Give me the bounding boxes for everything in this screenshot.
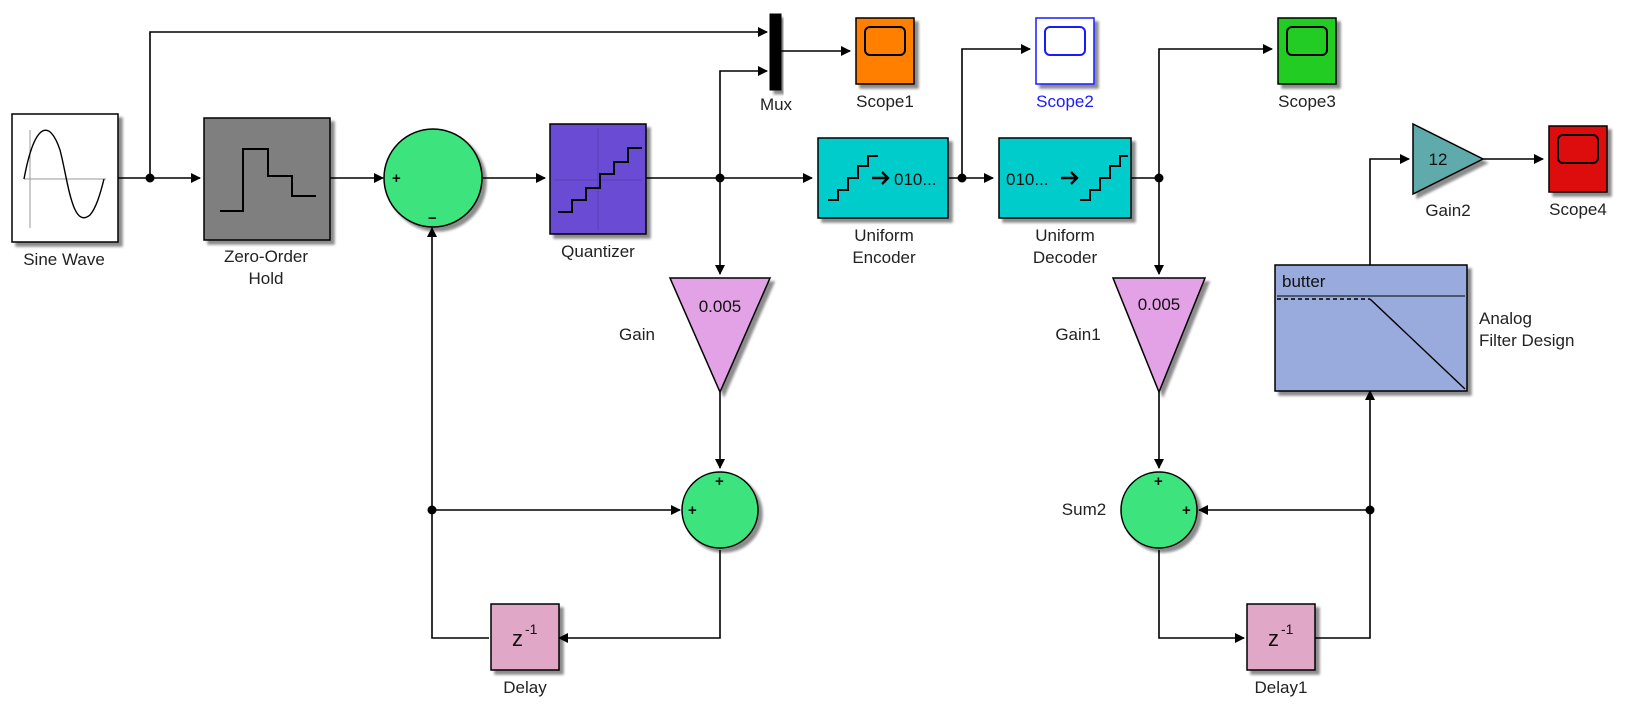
wire-sum2-to-delay1[interactable] bbox=[1158, 550, 1245, 643]
sum2-block[interactable]: + + Sum2 bbox=[1062, 471, 1198, 549]
zoh-label-line1: Zero-Order bbox=[224, 247, 308, 266]
sum1-plus-left: + bbox=[688, 502, 697, 519]
wire-delay-to-sum[interactable] bbox=[427, 227, 489, 639]
sine-wave-block[interactable]: Sine Wave bbox=[11, 113, 119, 269]
branch-point bbox=[427, 505, 437, 515]
gain1-label: Gain1 bbox=[1055, 325, 1100, 344]
wire-filter-to-gain2[interactable] bbox=[1369, 154, 1410, 265]
mux-block[interactable]: Mux bbox=[760, 13, 793, 114]
wire-sum1-to-delay[interactable] bbox=[558, 550, 721, 643]
decoder-input-text: 010... bbox=[1006, 170, 1049, 189]
gain2-value: 12 bbox=[1429, 150, 1448, 169]
delay1-z: z bbox=[1268, 626, 1279, 651]
gain2-label: Gain2 bbox=[1425, 201, 1470, 220]
scope1-block[interactable]: Scope1 bbox=[855, 17, 915, 111]
delay-exponent: -1 bbox=[525, 621, 538, 637]
scope1-label: Scope1 bbox=[856, 92, 914, 111]
encoder-label-line2: Encoder bbox=[852, 248, 916, 267]
branch-point bbox=[1365, 505, 1375, 515]
sum-minus-sign: − bbox=[428, 210, 437, 227]
scope2-label: Scope2 bbox=[1036, 92, 1094, 111]
sum-plus-sign: + bbox=[392, 170, 401, 187]
delay1-exponent: -1 bbox=[1281, 621, 1294, 637]
delay1-label: Delay1 bbox=[1255, 678, 1308, 697]
wire-quantizer-to-mux[interactable] bbox=[719, 66, 768, 178]
quantizer-block[interactable]: Quantizer bbox=[549, 123, 647, 261]
decoder-arrow-staircase-icon bbox=[1061, 155, 1128, 201]
gain2-block[interactable]: 12 Gain2 bbox=[1412, 122, 1485, 220]
gain1-value: 0.005 bbox=[1138, 295, 1181, 314]
sine-wave-label: Sine Wave bbox=[23, 250, 105, 269]
delay-z: z bbox=[512, 626, 523, 651]
signal-lines bbox=[118, 27, 1544, 643]
encoder-output-text: 010... bbox=[894, 170, 937, 189]
mux-label: Mux bbox=[760, 95, 793, 114]
encoder-label-line1: Uniform bbox=[854, 226, 914, 245]
sum1-block[interactable]: + + bbox=[681, 471, 759, 549]
gain-label: Gain bbox=[619, 325, 655, 344]
uniform-encoder-block[interactable]: 010... Uniform Encoder bbox=[817, 137, 949, 267]
delay1-block[interactable]: z -1 Delay1 bbox=[1246, 603, 1316, 697]
staircase-pulse-icon bbox=[220, 148, 316, 212]
decoder-label-line1: Uniform bbox=[1035, 226, 1095, 245]
decoder-label-line2: Decoder bbox=[1033, 248, 1098, 267]
delay-label: Delay bbox=[503, 678, 547, 697]
scope2-block[interactable]: Scope2 bbox=[1035, 17, 1095, 111]
sine-wave-icon bbox=[23, 129, 106, 228]
wire-sine-to-mux[interactable] bbox=[149, 27, 768, 178]
scope3-label: Scope3 bbox=[1278, 92, 1336, 111]
filter-type-text: butter bbox=[1282, 272, 1326, 291]
quantizer-label: Quantizer bbox=[561, 242, 635, 261]
lowpass-response-icon bbox=[1277, 295, 1466, 390]
zero-order-hold-block[interactable]: Zero-Order Hold bbox=[203, 117, 331, 288]
quantizer-staircase-icon bbox=[554, 128, 642, 230]
scope4-label: Scope4 bbox=[1549, 200, 1607, 219]
scope-screen-icon bbox=[1286, 26, 1328, 56]
gain-value: 0.005 bbox=[699, 297, 742, 316]
scope4-block[interactable]: Scope4 bbox=[1548, 125, 1608, 219]
gain1-block[interactable]: 0.005 Gain1 bbox=[1055, 277, 1207, 395]
sum2-plus-top: + bbox=[1154, 473, 1163, 490]
delay-block[interactable]: z -1 Delay bbox=[490, 603, 560, 697]
branch-point bbox=[145, 173, 155, 183]
encoder-staircase-arrow-icon bbox=[828, 155, 890, 201]
scope-screen-icon bbox=[1044, 26, 1086, 56]
analog-filter-design-block[interactable]: butter Analog Filter Design bbox=[1274, 264, 1574, 392]
sum2-label: Sum2 bbox=[1062, 500, 1106, 519]
filter-label-line2: Filter Design bbox=[1479, 331, 1574, 350]
sum-block[interactable]: + − bbox=[383, 128, 483, 228]
zoh-label-line2: Hold bbox=[249, 269, 284, 288]
scope3-block[interactable]: Scope3 bbox=[1277, 17, 1337, 111]
scope-screen-icon bbox=[1557, 134, 1599, 164]
gain-block[interactable]: 0.005 Gain bbox=[619, 277, 772, 394]
wire-decoder-to-scope3[interactable] bbox=[1131, 44, 1273, 179]
uniform-decoder-block[interactable]: 010... Uniform Decoder bbox=[998, 137, 1132, 267]
wire-encoder-to-scope2[interactable] bbox=[961, 44, 1031, 178]
sum2-plus-right: + bbox=[1182, 502, 1191, 519]
scope-screen-icon bbox=[864, 26, 906, 56]
sum1-plus-top: + bbox=[715, 473, 724, 490]
filter-label-line1: Analog bbox=[1479, 309, 1532, 328]
wire-delay1-to-filter[interactable] bbox=[1314, 390, 1375, 639]
